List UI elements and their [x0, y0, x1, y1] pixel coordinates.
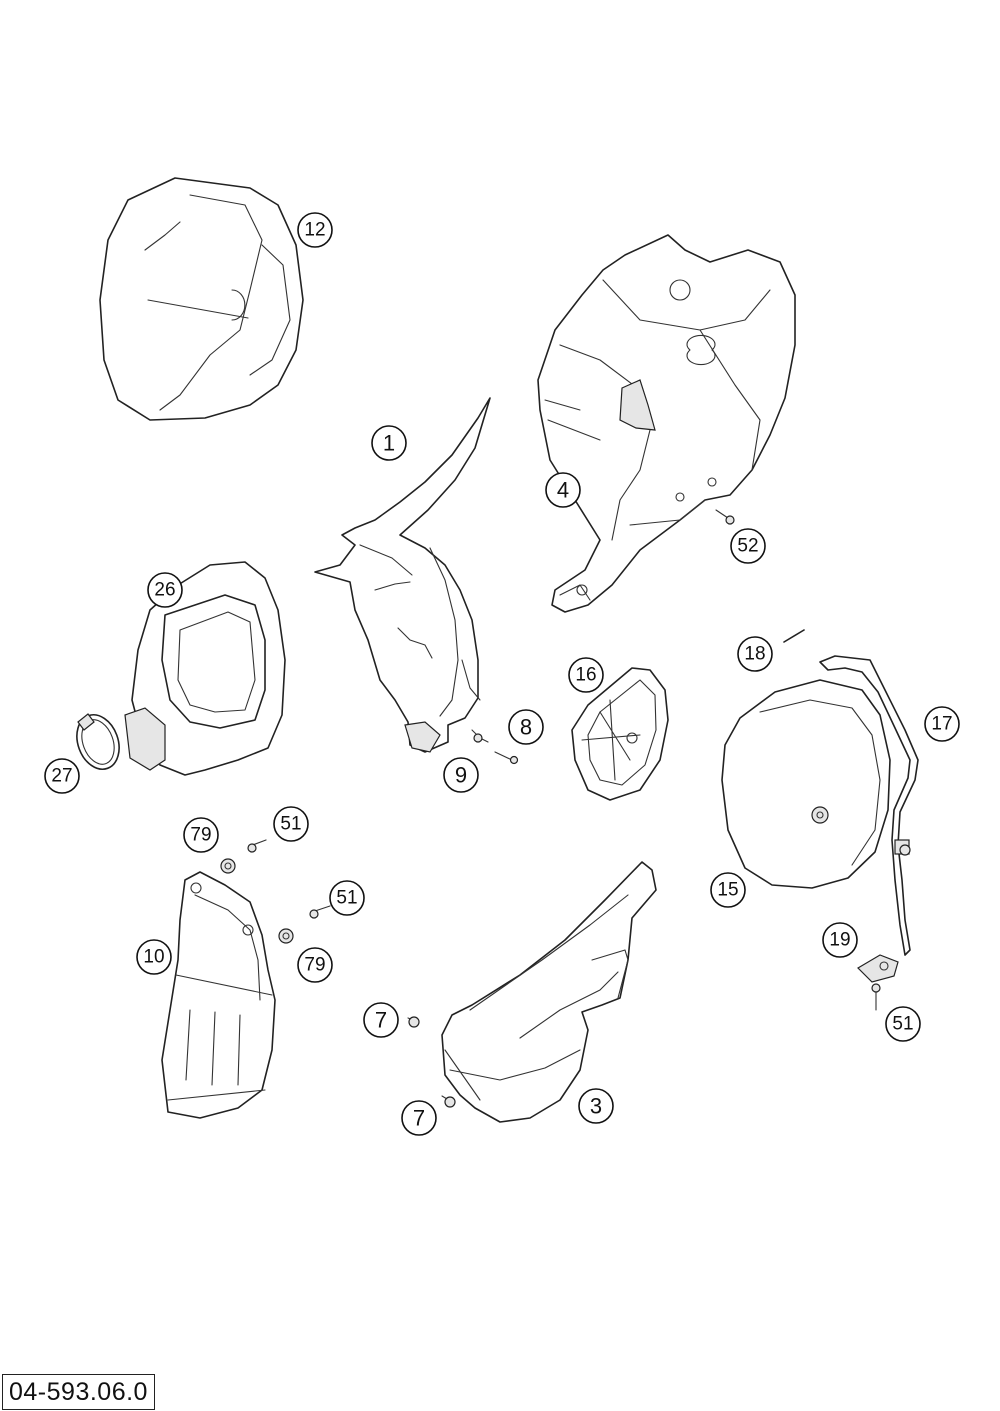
- callout-79-upper: 79: [183, 817, 219, 853]
- part-screw-51a: [247, 839, 267, 853]
- callout-10-label: 10: [143, 947, 164, 968]
- part-washer-79a: [220, 858, 236, 874]
- callout-1-label: 1: [383, 431, 395, 456]
- part-washer-79b: [278, 928, 294, 944]
- callout-51-lower-label: 51: [892, 1014, 913, 1035]
- callout-12-label: 12: [304, 220, 325, 241]
- callout-7-upper-label: 7: [375, 1008, 387, 1033]
- callout-9-label: 9: [455, 763, 467, 788]
- callout-1: 1: [371, 425, 407, 461]
- callout-79-lower: 79: [297, 947, 333, 983]
- part-screw-7a: [407, 1016, 420, 1028]
- callout-51-middle-label: 51: [336, 888, 357, 909]
- callout-19: 19: [822, 922, 858, 958]
- callout-7-lower-label: 7: [413, 1106, 425, 1131]
- callout-4-label: 4: [557, 478, 569, 503]
- callout-51-upper-label: 51: [280, 814, 301, 835]
- callout-15-label: 15: [717, 880, 738, 901]
- part-side-cover-right: [441, 861, 657, 1123]
- callout-3: 3: [578, 1088, 614, 1124]
- part-filter-frame: [124, 561, 286, 776]
- callout-79-lower-label: 79: [304, 955, 325, 976]
- part-side-cover-left: [161, 871, 276, 1119]
- part-clip-9: [471, 729, 489, 743]
- callout-4: 4: [545, 472, 581, 508]
- callout-26: 26: [147, 572, 183, 608]
- document-code: 04-593.06.0: [2, 1374, 155, 1410]
- part-screw-8: [494, 751, 519, 765]
- part-hose-clamp-27: [76, 713, 120, 770]
- part-pin-18: [783, 629, 805, 643]
- part-filter-holder-wire: [819, 655, 919, 956]
- callout-18: 18: [737, 636, 773, 672]
- callout-8: 8: [508, 709, 544, 745]
- part-air-filter-cover: [99, 177, 304, 421]
- callout-51-upper: 51: [273, 806, 309, 842]
- callout-19-label: 19: [829, 930, 850, 951]
- part-screw-51b: [309, 905, 331, 919]
- callout-18-label: 18: [744, 644, 765, 665]
- callout-51-middle: 51: [329, 880, 365, 916]
- part-screw-51c: [871, 983, 881, 1011]
- callout-27: 27: [44, 758, 80, 794]
- part-screw-52: [715, 509, 735, 525]
- callout-8-label: 8: [520, 715, 532, 740]
- callout-51-lower: 51: [885, 1006, 921, 1042]
- callout-15: 15: [710, 872, 746, 908]
- callout-79-upper-label: 79: [190, 825, 211, 846]
- callout-12: 12: [297, 212, 333, 248]
- callout-17: 17: [924, 706, 960, 742]
- part-filter-support: [571, 667, 669, 801]
- callout-7-upper: 7: [363, 1002, 399, 1038]
- part-airbox-housing: [537, 234, 796, 613]
- callout-26-label: 26: [154, 580, 175, 601]
- callout-16: 16: [568, 657, 604, 693]
- callout-10: 10: [136, 939, 172, 975]
- callout-52: 52: [730, 528, 766, 564]
- part-air-duct: [314, 397, 491, 753]
- callout-7-lower: 7: [401, 1100, 437, 1136]
- part-air-filter: [721, 679, 891, 889]
- callout-16-label: 16: [575, 665, 596, 686]
- part-screw-7b: [441, 1095, 456, 1108]
- callout-17-label: 17: [931, 714, 952, 735]
- callout-3-label: 3: [590, 1094, 602, 1119]
- callout-27-label: 27: [51, 766, 72, 787]
- callout-9: 9: [443, 757, 479, 793]
- callout-52-label: 52: [737, 536, 758, 557]
- part-bracket-19: [857, 954, 899, 983]
